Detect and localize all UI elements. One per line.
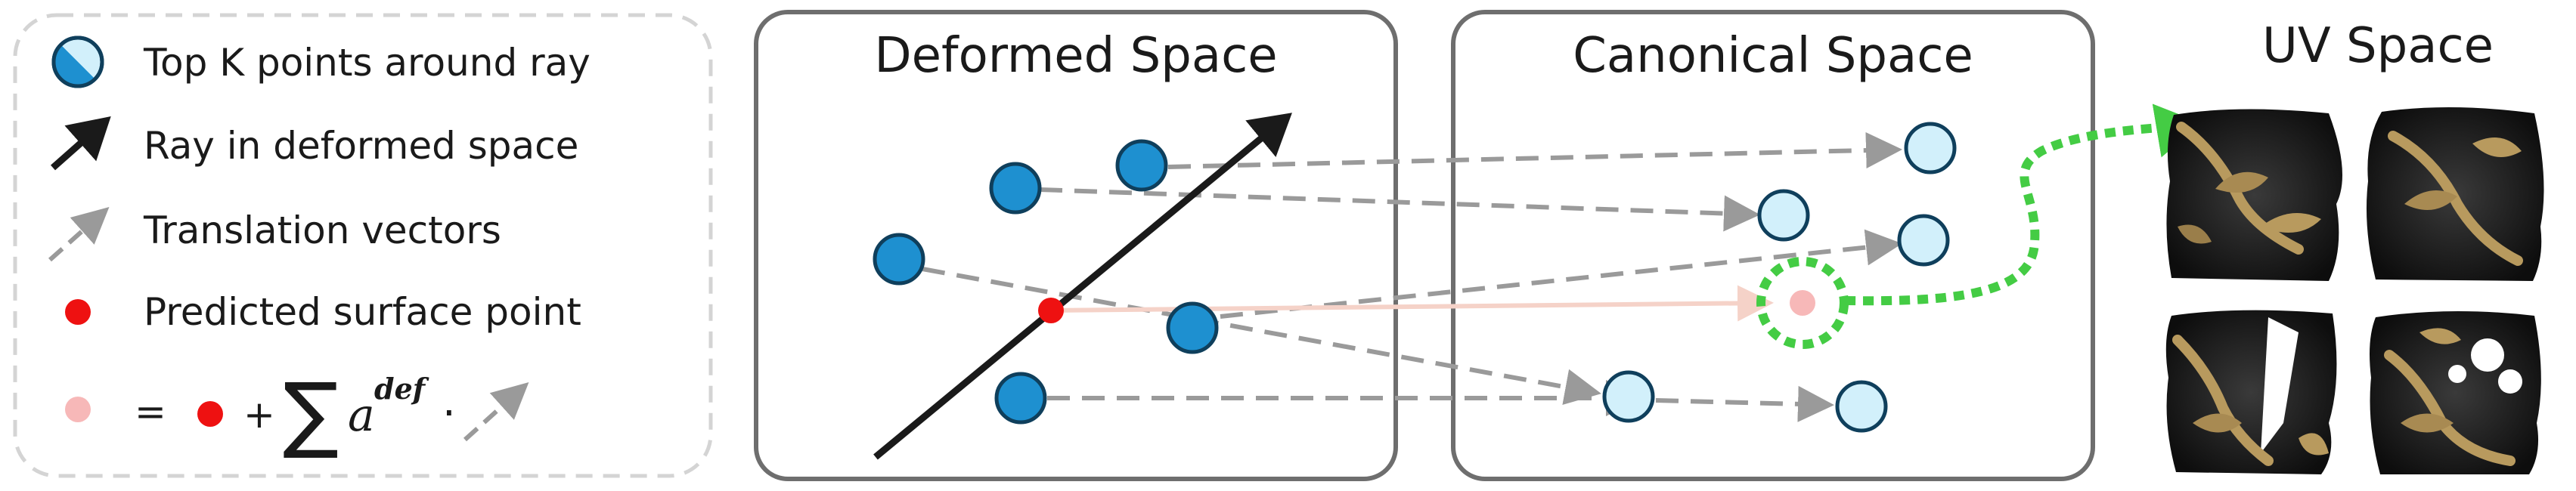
legend: Top K points around ray Ray in deformed … <box>13 13 713 478</box>
formula-plus: + <box>243 393 275 437</box>
formula-coef-sup: def <box>374 372 429 406</box>
legend-topk-label: Top K points around ray <box>143 41 591 85</box>
translation-vector <box>1655 385 1834 422</box>
canonical-surface-point <box>1790 290 1815 316</box>
translation-vectors <box>922 132 1902 422</box>
formula-sum: ∑ <box>283 365 339 462</box>
deformed-point <box>989 162 1042 215</box>
legend-border <box>13 13 713 478</box>
uv-space-title: UV Space <box>2262 18 2494 74</box>
canonical-point <box>1897 214 1950 267</box>
canonical-surface-ring <box>1756 257 1849 349</box>
canonical-point <box>1904 122 1957 174</box>
canonical-space-title: Canonical Space <box>1573 28 1973 84</box>
formula-coef: a <box>348 389 375 442</box>
uv-texture-grid <box>2165 107 2544 474</box>
deformed-point <box>873 233 925 286</box>
legend-surface-label: Predicted surface point <box>144 290 581 334</box>
legend-surface-icon <box>65 299 91 325</box>
canonical-points <box>1602 122 1957 433</box>
legend-formula: = + ∑ a def · <box>65 365 529 462</box>
formula-translation-icon <box>463 381 529 442</box>
deformed-points <box>873 139 1219 425</box>
canonical-space-panel <box>1451 10 2095 481</box>
canonical-point <box>1757 189 1810 242</box>
legend-translation-label: Translation vectors <box>143 208 501 252</box>
predicted-surface-point <box>1038 298 1064 323</box>
deformed-space-title: Deformed Space <box>874 28 1277 84</box>
deformed-space-panel <box>754 10 1398 481</box>
translation-vector <box>1167 132 1902 169</box>
legend-translation-icon <box>48 207 110 262</box>
uv-texture-tile <box>2166 109 2342 281</box>
formula-equals: = <box>135 390 166 434</box>
translation-vector <box>922 267 1601 406</box>
surface-point-mapping <box>1050 285 1774 322</box>
legend-topk-icon <box>51 36 104 88</box>
canonical-point <box>1835 380 1888 433</box>
uv-texture-tile <box>2370 310 2541 474</box>
formula-canonical-point-icon <box>65 397 91 422</box>
formula-surface-point-icon <box>197 401 223 427</box>
translation-vector <box>1220 229 1902 319</box>
deformed-point <box>1115 139 1168 192</box>
legend-ray-icon <box>51 116 111 171</box>
uv-texture-tile <box>2165 310 2337 474</box>
formula-dot: · <box>442 389 456 438</box>
deformed-point <box>994 372 1047 425</box>
translation-vector <box>1039 187 1760 232</box>
uv-link-arrow <box>1844 103 2202 306</box>
deformed-point <box>1166 301 1219 354</box>
deformed-ray <box>873 113 1292 460</box>
uv-texture-tile <box>2366 107 2544 281</box>
legend-ray-label: Ray in deformed space <box>144 124 578 168</box>
canonical-point <box>1602 370 1655 423</box>
